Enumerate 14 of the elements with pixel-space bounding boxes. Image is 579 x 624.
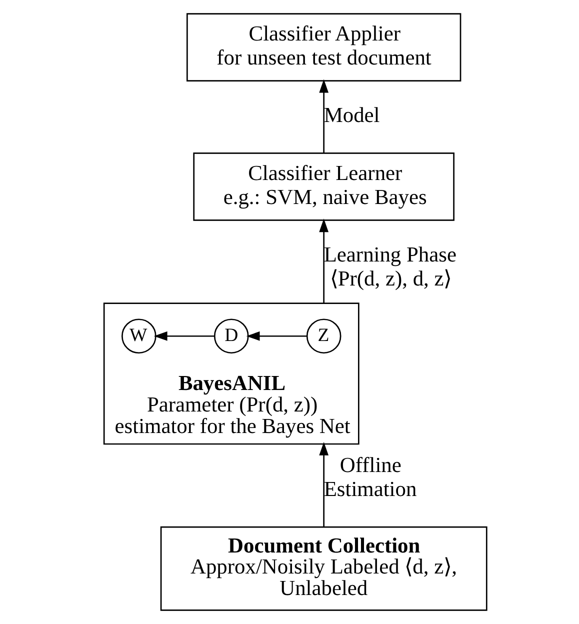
node-circle: W <box>121 318 156 354</box>
edge-label: Learning Phase ⟨Pr(d, z), d, z⟩ <box>323 242 456 291</box>
arrow <box>318 442 328 527</box>
arrow <box>153 331 214 341</box>
arrow <box>318 79 328 153</box>
arrow <box>318 218 328 304</box>
arrow <box>246 331 306 341</box>
edge-label: Model <box>323 103 380 128</box>
node-circle: D <box>213 318 248 354</box>
node-box: Classifier Learner e.g.: SVM, naive Bayes <box>192 152 454 221</box>
node-box: Document Collection Approx/Noisily Labeled ⟨d, z⟩, Unlabeled <box>160 526 487 611</box>
node-box: Classifier Applier for unseen test document <box>186 13 461 82</box>
edge-label: Offline Estimation <box>323 452 416 501</box>
node-circle: Z <box>306 318 341 354</box>
